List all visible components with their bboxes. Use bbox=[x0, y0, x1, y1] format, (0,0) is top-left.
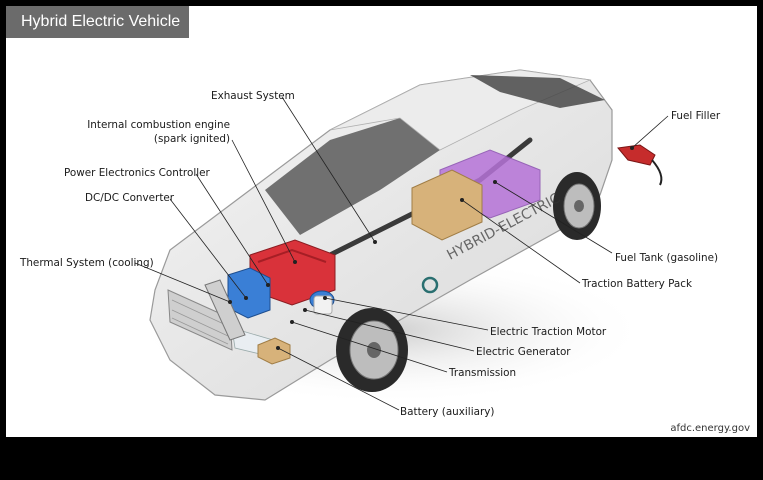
label-thermal-system: Thermal System (cooling) bbox=[20, 257, 154, 269]
rear-wheel bbox=[553, 172, 601, 240]
source-credit: afdc.energy.gov bbox=[670, 423, 750, 434]
leader-dots bbox=[228, 146, 634, 350]
label-electric-generator: Electric Generator bbox=[476, 346, 571, 358]
fuel-nozzle bbox=[617, 144, 663, 186]
front-grille bbox=[167, 289, 233, 351]
leader-lines bbox=[134, 96, 669, 411]
label-exhaust-system: Exhaust System bbox=[211, 90, 295, 102]
traction-battery-pack bbox=[411, 169, 483, 241]
aux-battery bbox=[257, 337, 291, 365]
body-logo-mark bbox=[421, 276, 439, 294]
diagram-title: Hybrid Electric Vehicle bbox=[6, 6, 189, 38]
label-ice-line2: (spark ignited) bbox=[153, 133, 230, 145]
front-wheel bbox=[336, 308, 408, 392]
label-traction-battery-pack: Traction Battery Pack bbox=[582, 278, 693, 290]
rear-window bbox=[470, 75, 605, 108]
label-battery-auxiliary: Battery (auxiliary) bbox=[400, 406, 495, 418]
windshield bbox=[265, 118, 440, 235]
label-power-electronics-controller: Power Electronics Controller bbox=[64, 167, 210, 179]
label-fuel-filler: Fuel Filler bbox=[671, 110, 721, 122]
label-transmission: Transmission bbox=[449, 367, 517, 379]
label-electric-traction-motor: Electric Traction Motor bbox=[490, 326, 607, 338]
label-dcdc-converter: DC/DC Converter bbox=[85, 192, 175, 204]
label-ice-line1: Internal combustion engine bbox=[87, 119, 230, 131]
label-fuel-tank: Fuel Tank (gasoline) bbox=[615, 252, 719, 264]
radiator bbox=[204, 279, 246, 341]
